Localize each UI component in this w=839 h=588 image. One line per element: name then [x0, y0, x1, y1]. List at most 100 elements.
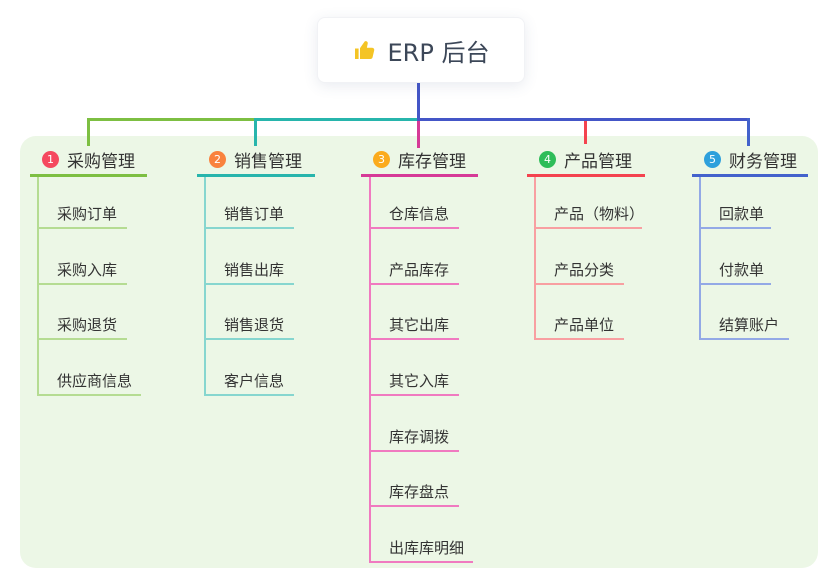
- child-node[interactable]: 产品库存: [389, 257, 449, 281]
- child-underline: [699, 283, 771, 285]
- child-node[interactable]: 仓库信息: [389, 201, 449, 225]
- child-node[interactable]: 结算账户: [719, 312, 779, 336]
- branch-underline: [361, 174, 478, 177]
- child-label: 采购订单: [57, 204, 118, 223]
- child-underline: [37, 394, 141, 396]
- child-node[interactable]: 销售订单: [224, 201, 284, 225]
- child-label: 产品单位: [554, 315, 615, 334]
- child-label: 付款单: [719, 260, 765, 279]
- child-label: 仓库信息: [389, 204, 450, 223]
- branch-underline: [527, 174, 645, 177]
- child-label: 客户信息: [224, 371, 285, 390]
- child-node[interactable]: 供应商信息: [57, 368, 132, 392]
- branch-number-badge: 2: [209, 150, 226, 168]
- child-underline: [37, 283, 127, 285]
- connector-horizontal-teal: [254, 118, 420, 121]
- child-underline: [534, 283, 624, 285]
- child-node[interactable]: 采购入库: [57, 257, 117, 281]
- child-underline: [699, 338, 789, 340]
- connector-drop-branch1: [87, 118, 90, 146]
- child-label: 产品分类: [554, 260, 615, 279]
- child-underline: [534, 338, 624, 340]
- connector-drop-branch5: [747, 118, 750, 146]
- child-underline: [37, 227, 127, 229]
- child-label: 产品库存: [389, 260, 450, 279]
- branch-node-product[interactable]: 4 产品管理: [527, 146, 645, 172]
- child-label: 结算账户: [719, 315, 780, 334]
- branch-children-connector: [37, 177, 39, 396]
- branch-number-badge: 3: [373, 150, 390, 168]
- child-node[interactable]: 销售退货: [224, 312, 284, 336]
- branch-title: 库存管理: [398, 151, 466, 172]
- child-label: 其它出库: [389, 315, 450, 334]
- child-label: 出库库明细: [389, 538, 465, 557]
- child-node[interactable]: 出库库明细: [389, 535, 464, 559]
- child-underline: [369, 227, 459, 229]
- child-node[interactable]: 产品（物料）: [554, 201, 644, 225]
- connector-drop-branch4: [584, 121, 587, 144]
- child-underline: [369, 505, 459, 507]
- branch-children-connector: [369, 177, 371, 563]
- child-underline: [204, 227, 294, 229]
- branches-panel: [20, 136, 818, 568]
- thumbs-up-icon: [353, 38, 377, 62]
- connector-root-vertical: [417, 81, 420, 119]
- child-label: 库存调拨: [389, 427, 450, 446]
- branch-node-finance[interactable]: 5 财务管理: [692, 146, 808, 172]
- root-node[interactable]: ERP 后台: [317, 17, 525, 83]
- child-underline: [699, 227, 771, 229]
- branch-children-connector: [699, 177, 701, 340]
- branch-number-badge: 4: [539, 150, 556, 168]
- child-label: 供应商信息: [57, 371, 133, 390]
- child-node[interactable]: 产品分类: [554, 257, 614, 281]
- child-label: 销售退货: [224, 315, 285, 334]
- root-label: ERP 后台: [387, 38, 490, 67]
- child-underline: [369, 338, 459, 340]
- branch-underline: [197, 174, 315, 177]
- child-node[interactable]: 库存盘点: [389, 479, 449, 503]
- child-node[interactable]: 产品单位: [554, 312, 614, 336]
- branch-number-badge: 1: [42, 150, 59, 168]
- branch-title: 产品管理: [564, 151, 632, 172]
- child-underline: [369, 283, 459, 285]
- branch-underline: [30, 174, 147, 177]
- child-node[interactable]: 采购退货: [57, 312, 117, 336]
- child-node[interactable]: 库存调拨: [389, 424, 449, 448]
- branch-node-sales[interactable]: 2 销售管理: [197, 146, 315, 172]
- child-label: 采购退货: [57, 315, 118, 334]
- child-label: 销售出库: [224, 260, 285, 279]
- child-label: 产品（物料）: [554, 204, 645, 223]
- connector-horizontal-green: [87, 118, 256, 121]
- branch-title: 销售管理: [234, 151, 302, 172]
- branch-node-inventory[interactable]: 3 库存管理: [361, 146, 478, 172]
- child-label: 其它入库: [389, 371, 450, 390]
- child-node[interactable]: 其它入库: [389, 368, 449, 392]
- child-node[interactable]: 付款单: [719, 257, 764, 281]
- connector-drop-branch2: [254, 118, 257, 146]
- child-underline: [534, 227, 642, 229]
- branch-number-badge: 5: [704, 150, 721, 168]
- child-label: 销售订单: [224, 204, 285, 223]
- connector-drop-branch3: [417, 121, 420, 148]
- child-underline: [204, 394, 294, 396]
- child-label: 采购入库: [57, 260, 118, 279]
- branch-node-purchase[interactable]: 1 采购管理: [30, 146, 147, 172]
- child-underline: [369, 450, 459, 452]
- child-node[interactable]: 销售出库: [224, 257, 284, 281]
- child-node[interactable]: 回款单: [719, 201, 764, 225]
- child-node[interactable]: 客户信息: [224, 368, 284, 392]
- child-underline: [37, 338, 127, 340]
- branch-title: 采购管理: [67, 151, 135, 172]
- branch-title: 财务管理: [729, 151, 797, 172]
- child-node[interactable]: 采购订单: [57, 201, 117, 225]
- child-underline: [204, 283, 294, 285]
- child-label: 回款单: [719, 204, 765, 223]
- branch-underline: [692, 174, 808, 177]
- child-underline: [369, 394, 459, 396]
- branch-children-connector: [534, 177, 536, 340]
- child-underline: [369, 561, 473, 563]
- branch-children-connector: [204, 177, 206, 396]
- child-label: 库存盘点: [389, 482, 450, 501]
- connector-horizontal-blue: [417, 118, 750, 121]
- child-node[interactable]: 其它出库: [389, 312, 449, 336]
